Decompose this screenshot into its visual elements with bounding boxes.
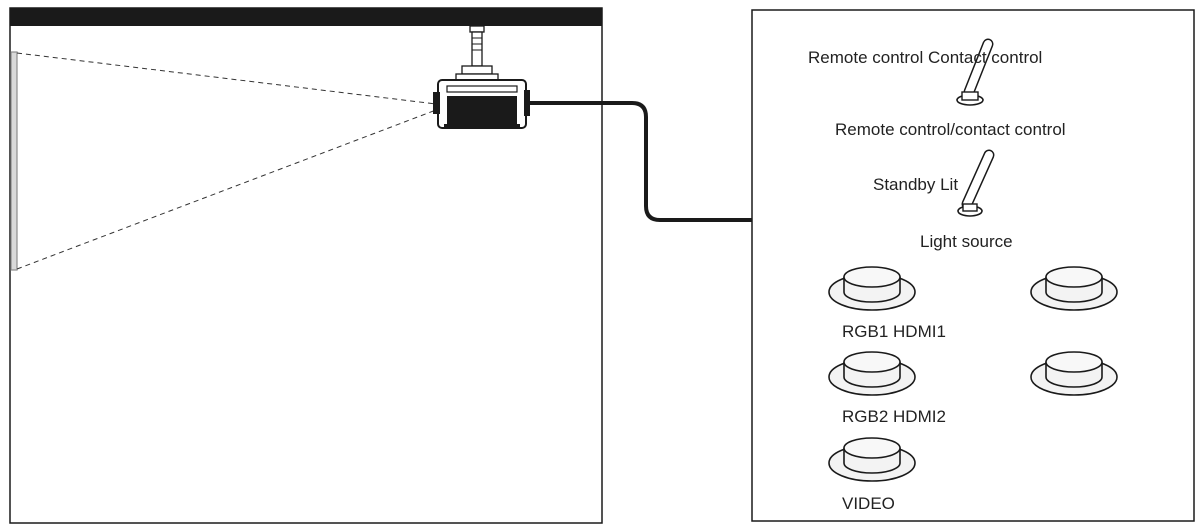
video-push-button bbox=[828, 437, 916, 482]
standby-lit-switch-label: Standby Lit bbox=[873, 175, 959, 194]
rgb2-button-label: RGB2 HDMI2 bbox=[842, 407, 946, 426]
video-button-label: VIDEO bbox=[842, 494, 895, 513]
remote-contact-switch-caption: Remote control/contact control bbox=[835, 120, 1066, 139]
projection-beam-top bbox=[16, 52, 437, 105]
rgb2-push-button bbox=[828, 351, 916, 396]
standby-lit-toggle-switch bbox=[957, 149, 995, 217]
hdmi1-push-button bbox=[1030, 266, 1118, 311]
ceiling bbox=[10, 8, 602, 26]
remote-contact-toggle-switch bbox=[956, 38, 994, 106]
rgb1-button-label: RGB1 HDMI1 bbox=[842, 322, 946, 341]
room-panel bbox=[9, 7, 603, 524]
projection-beam-bottom bbox=[16, 109, 437, 270]
remote-contact-switch-label: Remote control Contact control bbox=[808, 48, 1043, 67]
rgb1-push-button bbox=[828, 266, 916, 311]
control-panel bbox=[751, 9, 1195, 522]
ceiling-mount bbox=[455, 25, 499, 81]
hdmi2-push-button bbox=[1030, 351, 1118, 396]
connection-cable bbox=[526, 101, 752, 222]
projector-icon bbox=[433, 79, 530, 129]
projection-screen bbox=[10, 51, 18, 271]
standby-lit-switch-caption: Light source bbox=[920, 232, 1013, 251]
